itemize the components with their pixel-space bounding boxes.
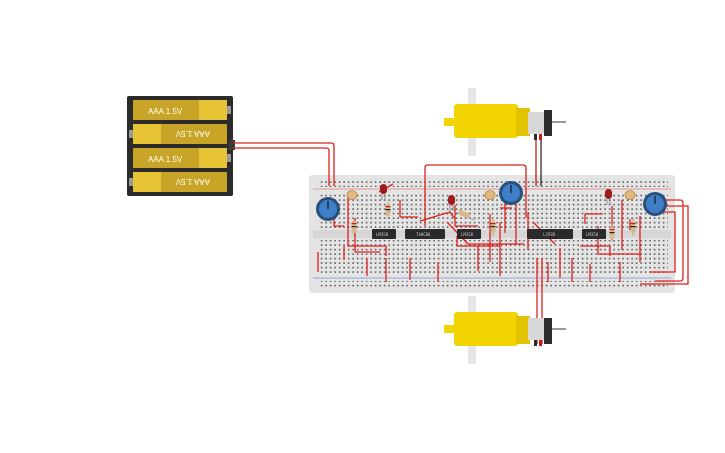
battery-cell-4: AAA 1.5V — [129, 172, 227, 192]
wire-j5 — [419, 211, 455, 222]
photoresistor-3[interactable] — [624, 190, 636, 200]
power-rail-top — [318, 181, 668, 187]
ic-label-2: 74HC86 — [416, 232, 431, 237]
ic-lm358-3[interactable]: LM358 — [582, 229, 606, 239]
wire-j17 — [584, 213, 603, 224]
resistor-4[interactable] — [490, 218, 496, 236]
led-3[interactable] — [605, 189, 612, 205]
wire-right-3 — [640, 205, 689, 285]
resistor-6[interactable] — [630, 218, 636, 236]
battery-cell-label-3: AAA 1.5V — [148, 155, 183, 164]
wire-battery-1 — [233, 142, 335, 186]
dc-motor-top[interactable] — [444, 88, 566, 156]
wire-j16 — [580, 245, 611, 256]
led-1[interactable] — [380, 184, 387, 200]
resistor-2[interactable] — [385, 202, 391, 218]
wire-j1 — [347, 196, 387, 256]
potentiometer-1[interactable] — [316, 197, 340, 221]
ic-label-3: LM358 — [461, 232, 474, 237]
wire-mid-4 — [456, 236, 500, 247]
battery-cell-label-2: AAA 1.5V — [175, 129, 210, 138]
ic-label-4: L293D — [543, 232, 556, 237]
dc-motor-bottom[interactable] — [444, 296, 566, 364]
battery-cell-label-1: AAA 1.5V — [148, 107, 183, 116]
power-rail-bottom — [318, 281, 668, 287]
wire-j7 — [446, 221, 524, 245]
wire-j4 — [399, 200, 418, 218]
ic-lm358-2[interactable]: LM358 — [457, 229, 481, 239]
photoresistor-2[interactable] — [484, 190, 496, 200]
resistors — [351, 202, 636, 242]
resistor-3[interactable] — [454, 209, 475, 221]
battery-pack[interactable]: AAA 1.5V AAA 1.5V AAA 1.5V AAA 1.5V — [127, 96, 235, 196]
wire-battery-2 — [233, 147, 330, 186]
wire-right-2 — [650, 211, 676, 273]
wire-loop-top — [424, 164, 527, 226]
ic-label-1: LM358 — [376, 232, 389, 237]
led-2[interactable] — [448, 195, 455, 211]
ic-label-5: LM358 — [586, 232, 599, 237]
potentiometer-3[interactable] — [643, 192, 667, 216]
ic-74hc86[interactable]: 74HC86 — [405, 229, 445, 239]
ic-l293d[interactable]: L293D — [527, 229, 573, 239]
potentiometer-2[interactable] — [499, 181, 523, 205]
battery-cell-1: AAA 1.5V — [133, 100, 231, 120]
battery-cell-2: AAA 1.5V — [129, 124, 227, 144]
photoresistor-1[interactable] — [346, 190, 358, 200]
terminal-strip-bottom — [318, 240, 668, 274]
battery-cell-3: AAA 1.5V — [133, 148, 231, 168]
resistor-5[interactable] — [609, 224, 615, 242]
ic-lm358-1[interactable]: LM358 — [372, 229, 396, 239]
wires — [233, 137, 689, 344]
resistor-1[interactable] — [351, 218, 357, 236]
wire-right-1 — [645, 199, 684, 282]
battery-cell-label-4: AAA 1.5V — [175, 177, 210, 186]
